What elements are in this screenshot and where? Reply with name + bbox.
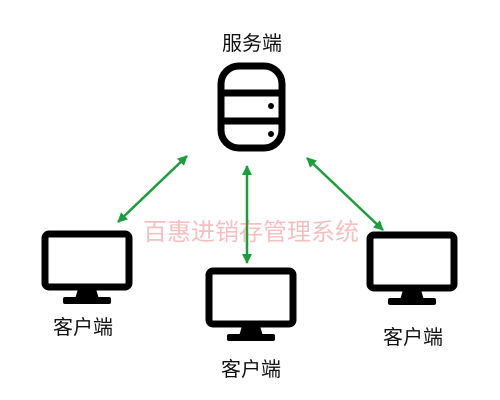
arrow-server-left-client (117, 155, 188, 223)
arrow-server-right-client (306, 157, 384, 231)
client-label-left: 客户端 (53, 315, 113, 339)
client-label-right: 客户端 (383, 325, 443, 349)
client-label-center: 客户端 (221, 357, 281, 381)
server-label: 服务端 (222, 31, 282, 55)
database-icon (217, 62, 286, 152)
monitor-icon (205, 267, 297, 341)
watermark-text: 百惠进销存管理系统 (143, 218, 359, 246)
monitor-icon (41, 230, 133, 304)
monitor-icon (366, 231, 458, 305)
connection-arrows (117, 155, 384, 264)
